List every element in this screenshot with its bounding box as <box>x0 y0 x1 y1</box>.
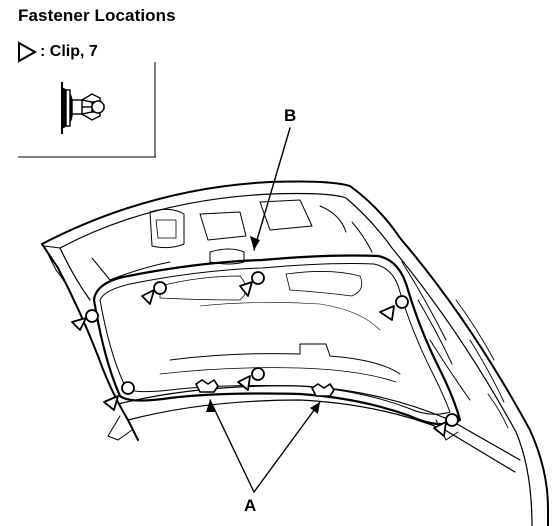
callout-b-label: B <box>284 106 297 125</box>
leader-lines <box>209 127 321 493</box>
callout-a-label: A <box>244 496 257 515</box>
triangle-clip-icon <box>18 41 38 63</box>
page-title: Fastener Locations <box>18 6 176 25</box>
type-a-fasteners <box>195 379 335 397</box>
hood-insulator-outline <box>92 254 462 426</box>
clip-holes <box>85 271 459 427</box>
legend-label: : Clip, 7 <box>40 43 98 60</box>
clip-detail-icon <box>61 82 105 134</box>
leader-arrowheads <box>206 236 320 414</box>
clip-detail-inset <box>18 62 156 158</box>
fastener-legend: : Clip, 7 <box>16 40 98 64</box>
clip-markers <box>71 281 447 437</box>
hood-outer-outline <box>41 180 549 526</box>
